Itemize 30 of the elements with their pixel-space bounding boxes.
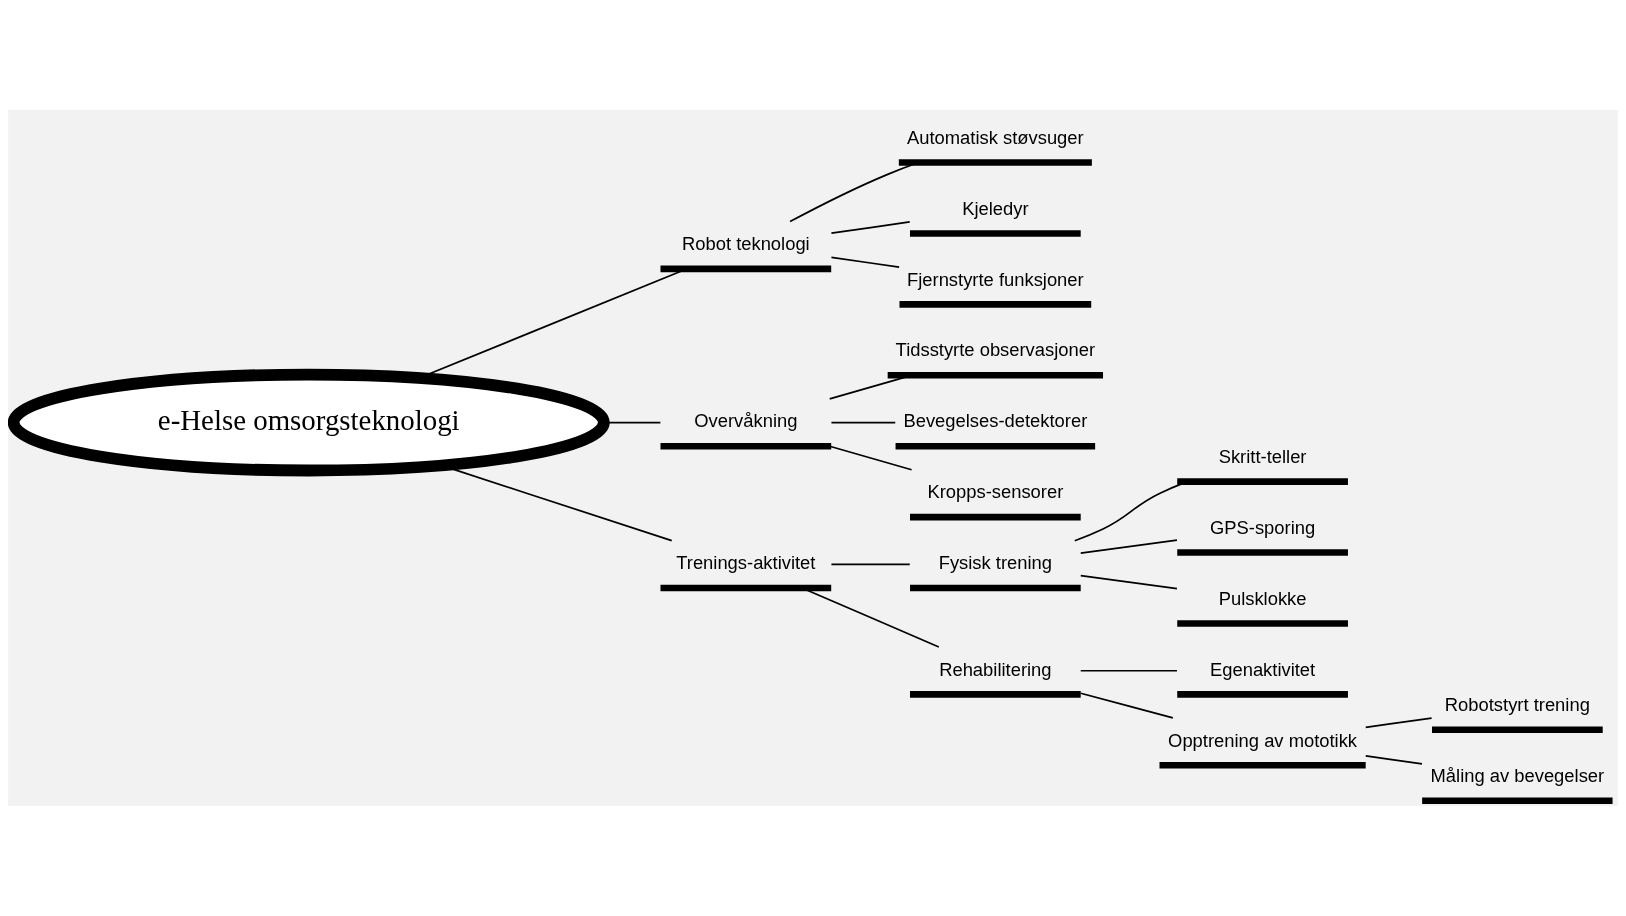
connector bbox=[1079, 692, 1174, 719]
node-text: GPS-sporing bbox=[1209, 516, 1316, 538]
connector bbox=[828, 445, 913, 471]
node-text: Pulsklokke bbox=[1218, 587, 1307, 609]
node-text: Opptrening av mototikk bbox=[1168, 729, 1358, 751]
node-text: Egenaktivitet bbox=[1209, 658, 1316, 680]
connector bbox=[830, 256, 900, 268]
node-text: Kropps-sensorer bbox=[927, 481, 1064, 503]
node-text: Rehabilitering bbox=[939, 658, 1052, 680]
node-text: Automatisk støvsuger bbox=[907, 126, 1084, 148]
connector bbox=[830, 421, 897, 424]
node-text: Robotstyrt trening bbox=[1444, 694, 1590, 716]
node-text: Fysisk trening bbox=[938, 552, 1053, 574]
node-text: Tidsstyrte observasjoner bbox=[895, 339, 1096, 361]
connector bbox=[1364, 755, 1423, 765]
connector bbox=[830, 563, 911, 566]
node-text: Fjernstyrte funksjoner bbox=[907, 268, 1084, 290]
connector bbox=[1364, 717, 1433, 729]
connector bbox=[830, 221, 911, 234]
connector bbox=[1079, 539, 1178, 554]
node-text: Robot teknologi bbox=[681, 233, 810, 255]
connector bbox=[1079, 669, 1178, 672]
node-text: Skritt-teller bbox=[1218, 445, 1307, 467]
connector bbox=[1079, 574, 1178, 590]
node-text: Kjeledyr bbox=[962, 197, 1029, 219]
node-text: Bevegelses-detektorer bbox=[903, 410, 1088, 432]
node-text: Trenings-aktivitet bbox=[676, 552, 816, 574]
node-ellipse: e-Helse omsorgsteknologi bbox=[8, 368, 610, 477]
node-text: Måling av bevegelser bbox=[1430, 764, 1605, 786]
node-text: Overvåkning bbox=[694, 410, 798, 432]
